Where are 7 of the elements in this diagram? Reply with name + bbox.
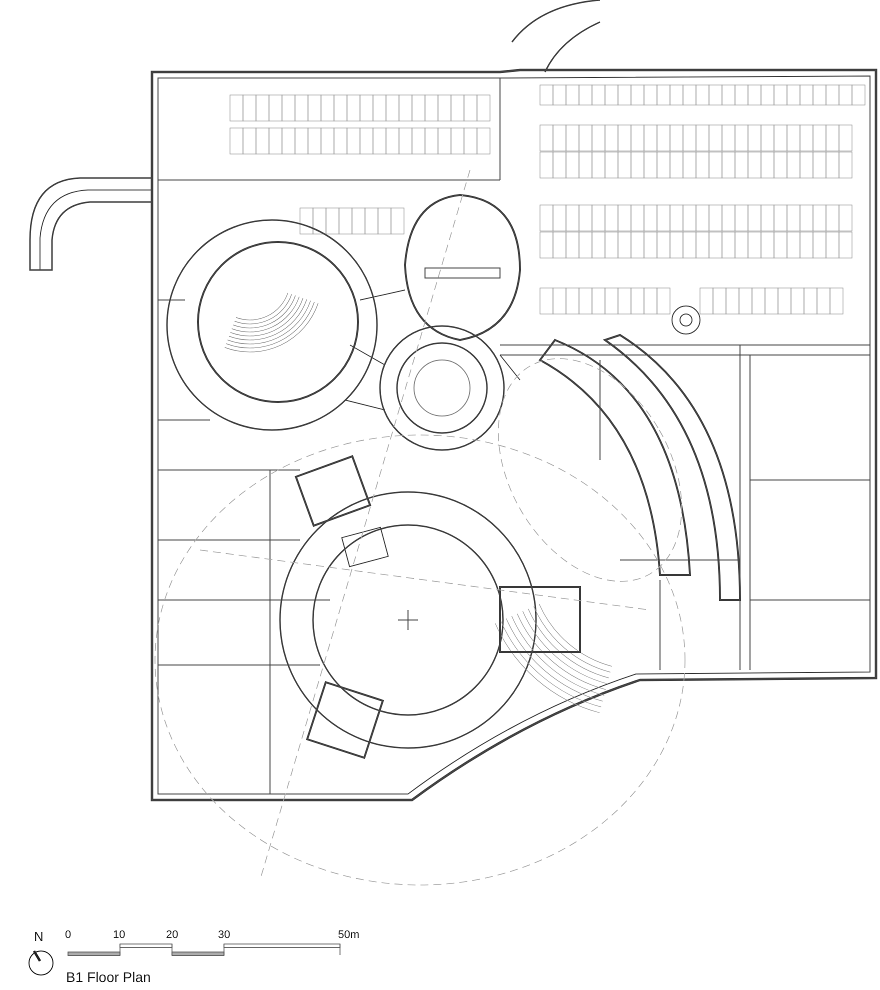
scale-label: 0: [65, 930, 72, 941]
north-label: N: [34, 930, 44, 943]
caption: B1 Floor Plan: [66, 970, 151, 984]
scale-label: 30: [218, 930, 230, 941]
scale-label: 20: [166, 930, 178, 941]
scale-label: 10: [113, 930, 126, 941]
scale-label: 50m: [338, 930, 360, 941]
